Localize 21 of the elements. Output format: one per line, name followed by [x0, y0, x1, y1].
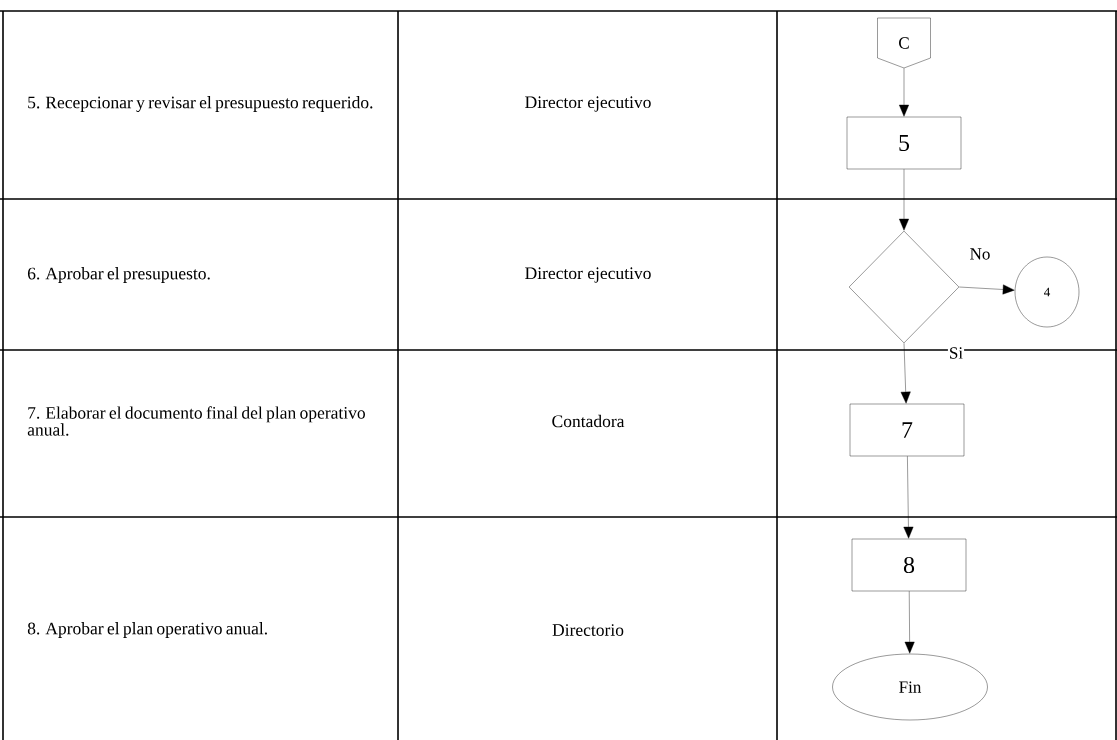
table-cell: Director ejecutivo	[525, 96, 651, 112]
table-cell: 6. Aprobar el presupuesto.	[27, 267, 210, 283]
arrow	[904, 591, 915, 654]
edge-label: No	[968, 247, 992, 261]
table-cell: 7. Elaborar el documento final del plan operativo anual.	[27, 406, 365, 436]
arrow	[900, 343, 911, 404]
table-cell: 5. Recepcionar y revisar el presupuesto requerido.	[28, 96, 373, 112]
arrow	[899, 68, 909, 117]
table-cell: Director ejecutivo	[525, 267, 651, 283]
table-cell: 8. Aprobar el plan operativo anual.	[27, 622, 267, 638]
off-page-connector: C	[877, 17, 931, 69]
process-box: 7	[849, 403, 965, 457]
table-cell: Contadora	[552, 414, 625, 428]
process-box: 8	[851, 538, 967, 592]
decision-diamond	[848, 230, 960, 344]
arrow	[959, 284, 1015, 295]
arrow	[903, 456, 914, 539]
edge-label: Si	[947, 346, 965, 360]
table-cell: Directorio	[552, 624, 624, 636]
arrow	[899, 169, 909, 231]
process-box: 5	[846, 116, 962, 170]
